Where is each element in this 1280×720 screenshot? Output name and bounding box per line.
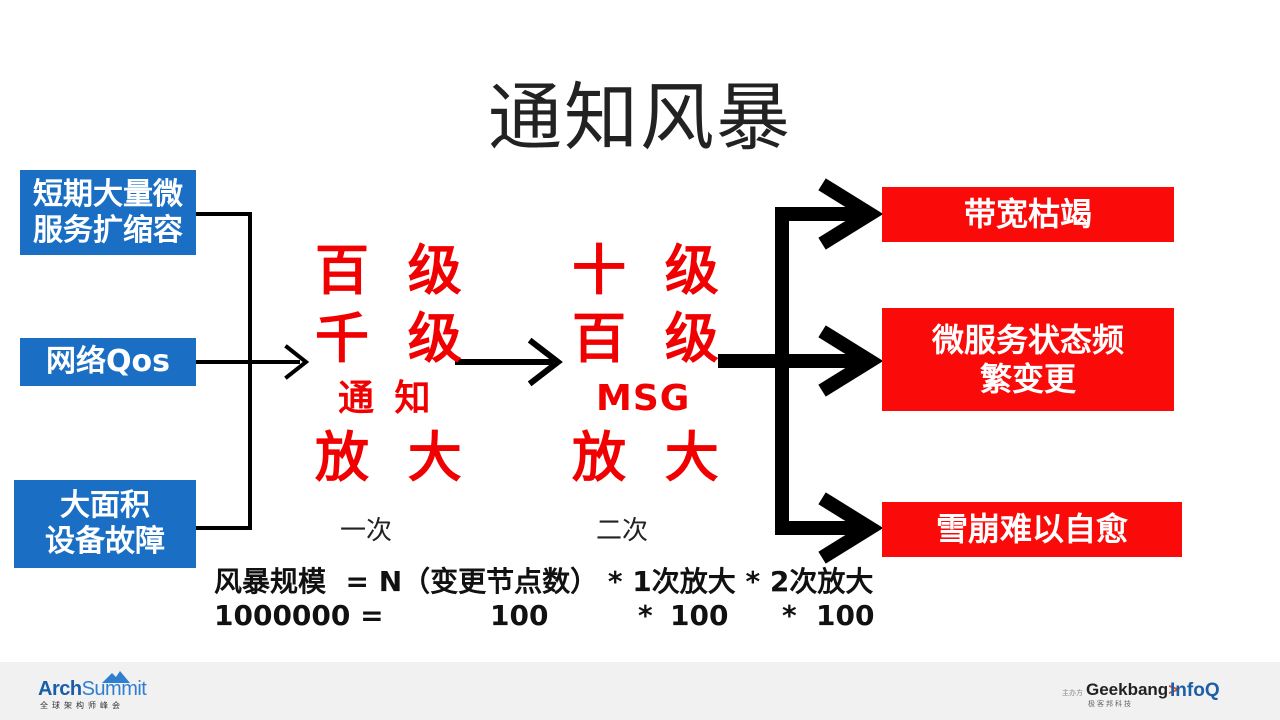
formula-line2-left: 1000000 = bbox=[214, 599, 384, 632]
cause-box-device-failure: 大面积 设备故障 bbox=[14, 480, 196, 568]
arrow-head-effect-bot bbox=[818, 492, 884, 564]
amp1-line4: 放 大 bbox=[315, 426, 472, 489]
arrow-head-effect-mid bbox=[818, 325, 884, 397]
arrow-head-causes bbox=[284, 344, 310, 380]
amp2-line2: 百 级 bbox=[572, 307, 729, 370]
infoq-logo: InfoQ bbox=[1170, 680, 1220, 701]
formula-line2-star2: * bbox=[782, 599, 797, 632]
archsummit-subtitle: 全球架构师峰会 bbox=[40, 701, 124, 710]
arrow-head-effect-top bbox=[818, 178, 884, 250]
amp2-line1: 十 级 bbox=[572, 239, 729, 302]
archsummit-peak-icon bbox=[102, 671, 130, 683]
formula-line2-a2: 100 bbox=[816, 599, 875, 632]
host-label: 主办方 bbox=[1062, 689, 1083, 697]
amp1-line2: 千 级 bbox=[315, 307, 472, 370]
footer-bar bbox=[0, 662, 1280, 720]
archsummit-logo-summit: Summit bbox=[81, 678, 147, 700]
arrow-head-mid bbox=[527, 337, 563, 387]
geekbang-logo-mark: > bbox=[1168, 680, 1179, 699]
effect-box-bandwidth: 带宽枯竭 bbox=[882, 187, 1174, 242]
archsummit-logo: ArchSummit bbox=[38, 678, 147, 701]
geekbang-subtitle: 极客邦科技 bbox=[1088, 700, 1133, 708]
formula-line2-a1: 100 bbox=[670, 599, 729, 632]
formula-line2-star1: * bbox=[638, 599, 653, 632]
cause-box-scaling: 短期大量微 服务扩缩容 bbox=[20, 170, 196, 255]
geekbang-logo: Geekbang> bbox=[1086, 680, 1178, 700]
cause-bracket bbox=[194, 212, 252, 530]
effect-box-avalanche: 雪崩难以自愈 bbox=[882, 502, 1182, 557]
archsummit-logo-arch: Arch bbox=[38, 678, 82, 700]
amp2-caption: 二次 bbox=[596, 516, 649, 546]
amp2-line3: MSG bbox=[596, 378, 691, 419]
geekbang-logo-text: Geekbang bbox=[1086, 680, 1169, 699]
cause-box-network-qos: 网络Qos bbox=[20, 338, 196, 386]
amp1-line1: 百 级 bbox=[315, 239, 472, 302]
amp1-caption: 一次 bbox=[340, 516, 393, 546]
flow-connectors bbox=[194, 178, 884, 564]
page-title: 通知风暴 bbox=[488, 75, 792, 161]
formula-line2-n: 100 bbox=[490, 599, 549, 632]
formula-line1: 风暴规模 = N（变更节点数） * 1次放大 * 2次放大 bbox=[214, 565, 874, 598]
amp2-line4: 放 大 bbox=[572, 426, 729, 489]
amp1-line3: 通 知 bbox=[338, 378, 435, 419]
effect-box-state-churn: 微服务状态频 繁变更 bbox=[882, 308, 1174, 411]
